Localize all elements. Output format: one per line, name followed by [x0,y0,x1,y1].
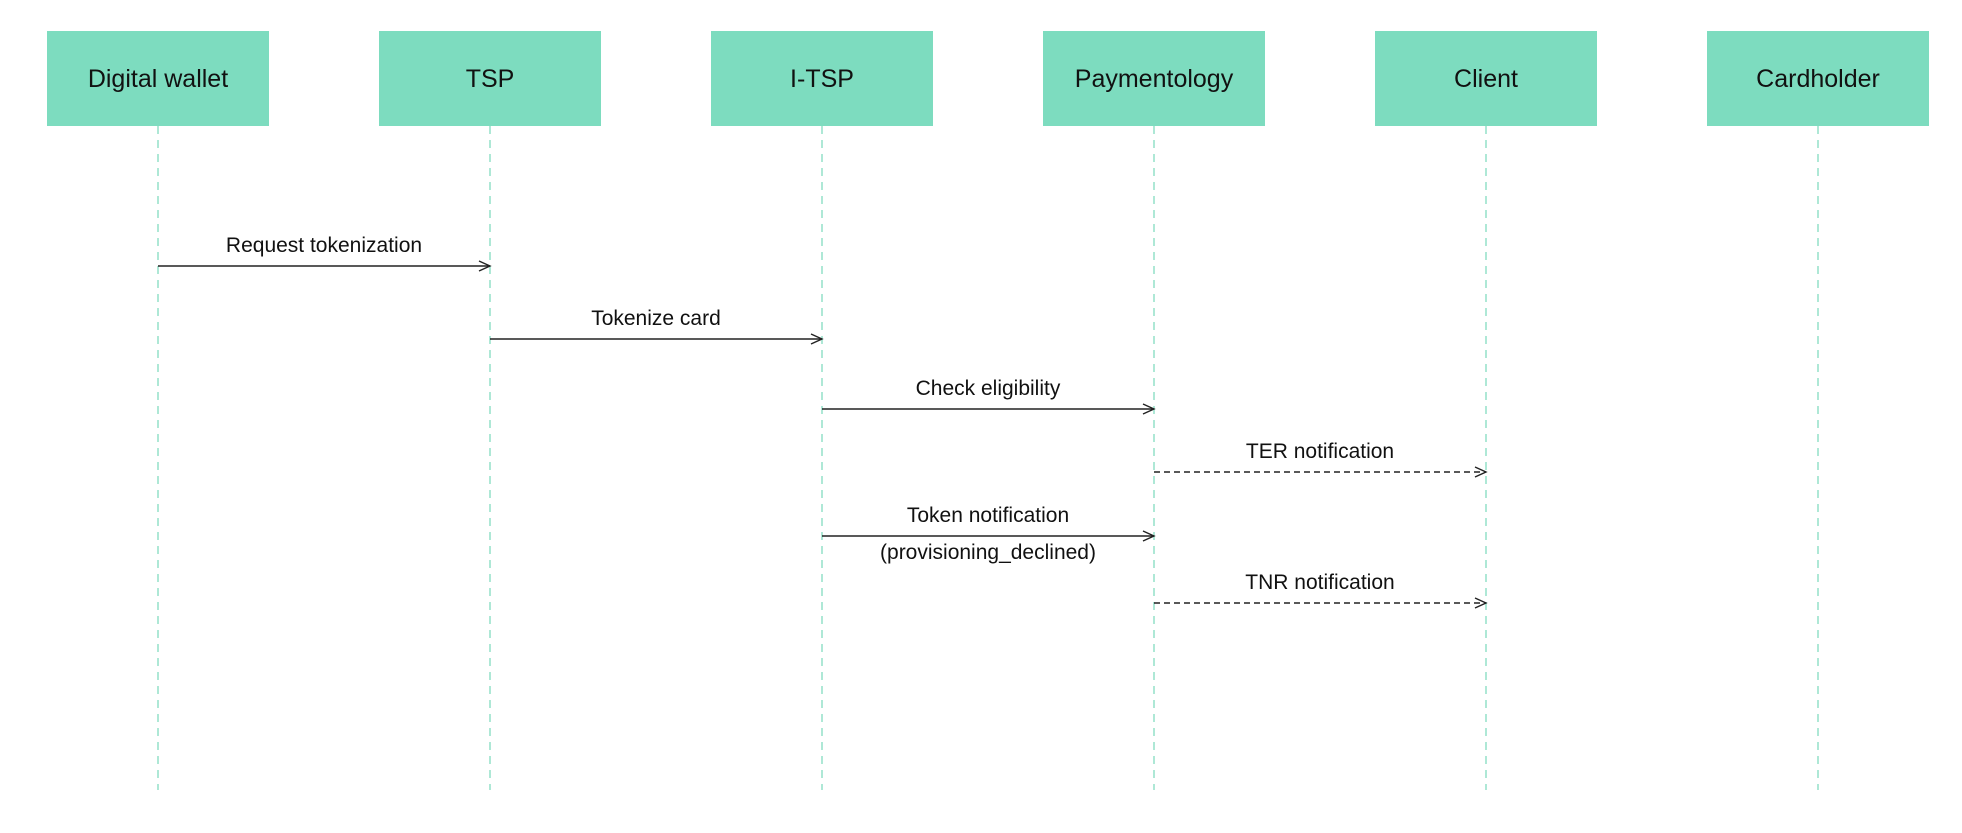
participant-i-tsp: I-TSP [711,31,933,126]
participant-box [711,31,933,126]
participant-cardholder: Cardholder [1707,31,1929,126]
arrowhead-icon [478,260,492,272]
message-label: TNR notification [1245,571,1394,594]
message-label: Check eligibility [916,377,1061,400]
message-token-notification: Token notification (provisioning_declined… [822,504,1156,564]
participant-label: Cardholder [1756,65,1880,93]
participant-tsp: TSP [379,31,601,126]
message-label-sub: (provisioning_declined) [880,541,1096,564]
participant-box [47,31,269,126]
participants: Digital wallet TSP I-TSP Paymentology Client… [47,31,1929,126]
message-label: TER notification [1246,440,1394,463]
participant-label: TSP [466,65,515,93]
participant-box [1043,31,1265,126]
participant-label: I-TSP [790,65,854,93]
message-tokenize-card: Tokenize card [490,307,824,345]
message-check-eligibility: Check eligibility [822,377,1156,415]
arrowhead-icon [1142,403,1156,415]
participant-box [1707,31,1929,126]
participant-box [379,31,601,126]
message-label: Tokenize card [591,307,721,330]
participant-digital-wallet: Digital wallet [47,31,269,126]
arrowhead-icon [1142,530,1156,542]
message-ter-notification: TER notification [1154,440,1488,478]
arrowhead-icon [810,333,824,345]
participant-label: Paymentology [1075,65,1234,93]
message-label: Request tokenization [226,234,422,257]
message-tnr-notification: TNR notification [1154,571,1488,609]
participant-client: Client [1375,31,1597,126]
lifelines [157,126,1819,790]
arrowhead-icon [1474,466,1488,478]
participant-label: Digital wallet [88,65,228,93]
participant-paymentology: Paymentology [1043,31,1265,126]
participant-label: Client [1454,65,1518,93]
message-request-tokenization: Request tokenization [158,234,492,272]
arrowhead-icon [1474,597,1488,609]
participant-box [1375,31,1597,126]
message-label: Token notification [907,504,1069,527]
